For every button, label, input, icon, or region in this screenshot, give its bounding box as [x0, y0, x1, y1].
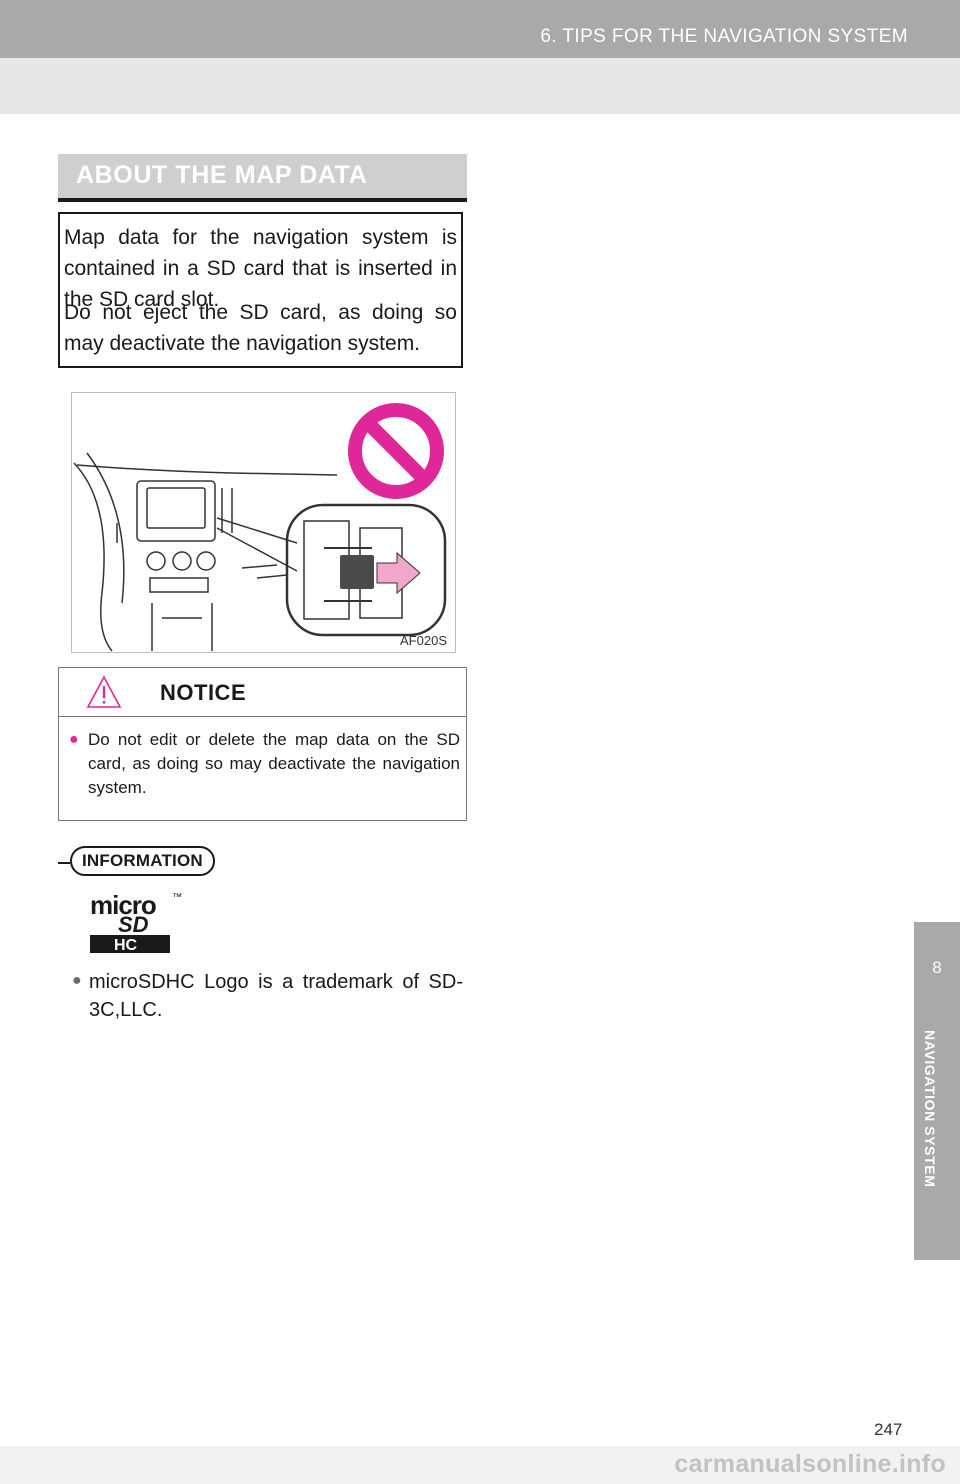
information-bullet-icon: ● — [72, 972, 82, 989]
warning-icon — [86, 675, 122, 708]
section-heading-bar: ABOUT THE MAP DATA — [58, 154, 467, 202]
information-text: microSDHC Logo is a trademark of SD-3C,L… — [89, 971, 463, 1021]
notice-header: NOTICE — [59, 668, 466, 717]
svg-text:HC: HC — [114, 937, 138, 954]
logo-tm: ™ — [172, 892, 182, 903]
information-label: INFORMATION — [70, 846, 215, 876]
dashboard-illustration: AF020S — [71, 392, 456, 653]
page-number: 247 — [874, 1420, 903, 1439]
dashboard-sd-slot-drawing — [73, 403, 447, 652]
intro-paragraph-2: Do not eject the SD card, as doing so ma… — [64, 301, 457, 355]
intro-box: Map data for the navigation system is co… — [58, 212, 463, 368]
notice-text: Do not edit or delete the map data on th… — [88, 730, 460, 797]
running-header-title: 6. TIPS FOR THE NAVIGATION SYSTEM — [540, 26, 908, 47]
chapter-side-tab: 8 NAVIGATION SYSTEM — [914, 922, 960, 1260]
chapter-label: NAVIGATION SYSTEM — [922, 1030, 938, 1188]
watermark-text: carmanualsonline.info — [674, 1450, 946, 1478]
notice-label: NOTICE — [160, 680, 247, 705]
notice-box: NOTICE ● Do not edit or delete the map d… — [58, 667, 467, 821]
notice-bullet-icon: ● — [69, 731, 79, 748]
illustration-code: AF020S — [400, 633, 447, 648]
chapter-number: 8 — [932, 958, 942, 977]
section-heading: ABOUT THE MAP DATA — [76, 161, 368, 189]
header-band — [0, 58, 960, 114]
information-rule — [58, 862, 70, 864]
svg-text:micro: micro — [90, 890, 156, 920]
svg-text:SD: SD — [118, 912, 149, 937]
intro-paragraph-1: Map data for the navigation system is co… — [64, 226, 457, 311]
watermark-band: carmanualsonline.info — [0, 1446, 960, 1484]
header-bar: 6. TIPS FOR THE NAVIGATION SYSTEM — [0, 0, 960, 58]
microsdhc-logo: micro ™ SD HC — [90, 890, 182, 954]
